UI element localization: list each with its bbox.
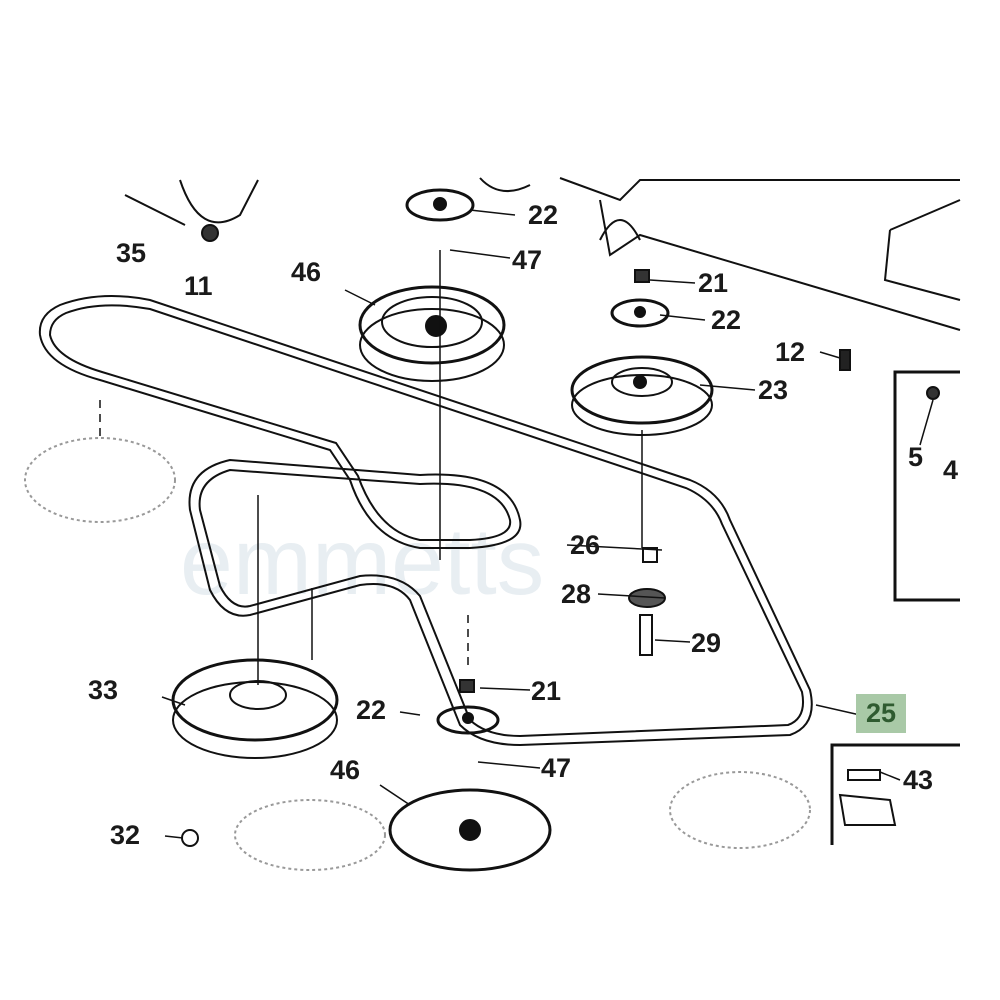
callout-47: 47 (512, 245, 543, 275)
callout-22: 22 (528, 200, 559, 230)
callout-5: 5 (908, 442, 924, 472)
callout-28: 28 (561, 579, 592, 609)
spindle-ghosts (24, 437, 811, 871)
callout-25-highlighted[interactable]: 25 (856, 694, 907, 733)
idler-22-lower (436, 705, 500, 735)
callout-33: 33 (88, 675, 119, 705)
callout-11: 11 (184, 271, 213, 301)
deck-housing (479, 177, 961, 331)
callout-26: 26 (570, 530, 601, 560)
callout-32: 32 (110, 820, 141, 850)
pulley-33 (171, 658, 339, 759)
callout-47: 47 (541, 753, 572, 783)
callout-22: 22 (356, 695, 387, 725)
belt-primary (38, 295, 813, 747)
inset-box-bottom (830, 743, 960, 845)
callout-22: 22 (711, 305, 742, 335)
pulley-23 (570, 355, 714, 436)
idler-22-upper (405, 188, 475, 222)
inset-box-top (893, 370, 960, 602)
callout-21: 21 (698, 268, 729, 298)
hardware-parts (124, 179, 940, 847)
pulley-46-upper (358, 285, 506, 382)
callout-21: 21 (531, 676, 562, 706)
leader-lines (99, 209, 934, 839)
callout-4: 4 (943, 455, 959, 485)
idler-22-mid (610, 298, 670, 328)
pulley-46-lower (388, 788, 552, 872)
callout-43: 43 (903, 765, 934, 795)
callout-23: 23 (758, 375, 789, 405)
callout-12: 12 (775, 337, 806, 367)
callout-35: 35 (116, 238, 147, 268)
callout-46: 46 (291, 257, 322, 287)
watermark: emmetts (180, 509, 545, 615)
callout-46: 46 (330, 755, 361, 785)
callout-29: 29 (691, 628, 722, 658)
